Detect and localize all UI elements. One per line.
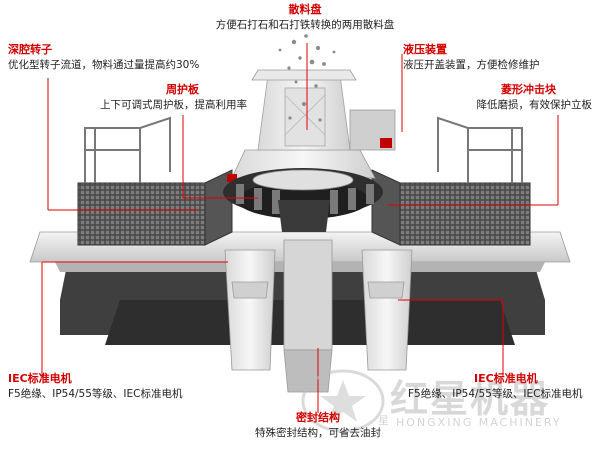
label-lingxing-title: 菱形冲击块 [501,83,556,96]
label-zhouhuban: 周护板 上下可调式周护板，提高利用率 [100,83,247,111]
label-sanliaopan: 散料盘 方便石打石和石打铁转换的两用散料盘 [200,3,410,31]
leader-lines [41,43,559,413]
label-yeya-desc: 液压开盖装置，方便检修维护 [403,58,540,71]
right-leg [361,249,413,371]
label-iec-right-title: IEC标准电机 [474,372,538,385]
feed-hopper [251,69,357,81]
label-zhouhuban-desc: 上下可调式周护板，提高利用率 [100,98,247,111]
center-column [283,239,333,351]
label-iec-left-desc: F5绝缘、IP54/55等级、IEC标准电机 [8,387,183,400]
label-sanliaopan-desc: 方便石打石和石打铁转换的两用散料盘 [215,18,395,31]
falling-stones [278,34,336,122]
label-mifeng-title: 密封结构 [296,411,340,424]
label-mifeng: 密封结构 特殊密封结构，可省去油封 [218,411,418,439]
label-iec-left-title: IEC标准电机 [8,372,72,385]
label-shenqiang-desc: 优化型转子流道，物料通过量提高约30% [8,58,200,71]
left-mesh-guard [77,169,233,246]
hongxing-watermark: 红星机器 HONGXING MACHINERY 星 [298,366,598,442]
label-yeya: 液压装置 液压开盖装置，方便检修维护 [403,43,540,71]
watermark-en: HONGXING MACHINERY [396,416,562,429]
label-sanliaopan-title: 散料盘 [288,3,322,16]
label-lingxing: 菱形冲击块 降低磨损，有效保护立板 [476,83,593,111]
label-shenqiang-title: 深腔转子 [8,43,52,56]
hongxing-logo-icon [301,369,385,433]
label-shenqiang: 深腔转子 优化型转子流道，物料通过量提高约30% [8,43,200,71]
left-railing [84,116,171,183]
label-lingxing-desc: 降低磨损，有效保护立板 [476,98,593,111]
left-leg [224,249,276,371]
label-mifeng-desc: 特殊密封结构，可省去油封 [255,426,381,439]
watermark-cn: 红星机器 [390,377,551,421]
label-iec-right-desc: F5绝缘、IP54/55等级、IEC标准电机 [408,387,583,400]
watermark-star: 星 [378,414,389,427]
label-zhouhuban-title: 周护板 [166,83,199,96]
rotor-assembly [223,168,383,232]
right-mesh-guard [371,169,531,246]
right-railing [437,116,523,183]
label-iec-right: IEC标准电机 F5绝缘、IP54/55等级、IEC标准电机 [408,372,583,400]
label-iec-left: IEC标准电机 F5绝缘、IP54/55等级、IEC标准电机 [8,372,183,400]
label-yeya-title: 液压装置 [403,43,447,56]
